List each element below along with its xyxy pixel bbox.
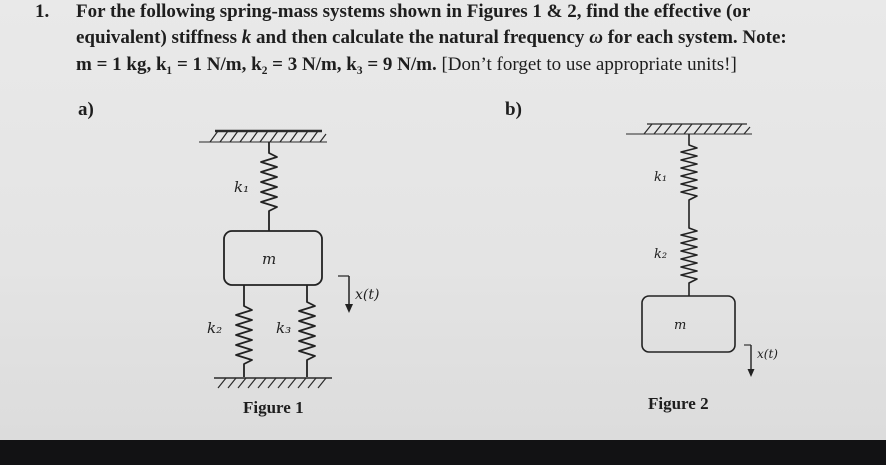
mass-block-1 xyxy=(223,230,323,286)
paper-page xyxy=(0,0,886,440)
part-b-label: b) xyxy=(505,99,522,120)
spring-k1-fig2 xyxy=(680,134,698,213)
displacement-label-1: x(t) xyxy=(355,287,379,303)
mass-label-1: m xyxy=(262,250,276,268)
spring-k2 xyxy=(235,285,253,377)
figure-2-diagram: k₁ k₂ m x(t) xyxy=(626,123,778,377)
k2-label: k₂ xyxy=(207,319,222,337)
mass-label-2: m xyxy=(674,318,686,333)
figure-2-caption: Figure 2 xyxy=(648,394,709,413)
spring-k2-fig2 xyxy=(680,213,698,296)
displacement-arrow-2 xyxy=(744,344,755,377)
displacement-label-2: x(t) xyxy=(757,347,778,361)
given-values: m = 1 kg, k₁ = 1 N/m, k₂ = 3 N/m, k₃ = 9… xyxy=(76,54,437,75)
spring-k3 xyxy=(298,285,316,377)
question-line-3: m = 1 kg, k₁ = 1 N/m, k₂ = 3 N/m, k₃ = 9… xyxy=(76,54,737,76)
displacement-arrow-1 xyxy=(338,275,353,313)
figure-1-diagram: k₁ m x(t) k₂ k₃ xyxy=(199,129,379,389)
question-line-2-middle: and then calculate the natural frequency xyxy=(251,27,590,48)
part-a-label: a) xyxy=(78,99,94,120)
spring-k1 xyxy=(260,142,278,231)
figure-1-caption: Figure 1 xyxy=(243,398,304,417)
question-line-2-end: for each system. Note: xyxy=(602,27,787,48)
k1-label: k₁ xyxy=(234,178,249,196)
question-line-1: For the following spring-mass systems sh… xyxy=(76,1,751,22)
ceiling-1 xyxy=(199,129,327,143)
frequency-symbol: ω xyxy=(589,27,603,48)
question-number: 1. xyxy=(35,1,50,22)
screen-bezel xyxy=(0,440,886,465)
k3-label: k₃ xyxy=(276,319,291,337)
k1-label-fig2: k₁ xyxy=(654,170,667,185)
stiffness-symbol: k xyxy=(241,27,252,48)
question-line-2-start: equivalent) stiffness xyxy=(76,27,242,48)
k2-label-fig2: k₂ xyxy=(654,247,667,262)
floor-1 xyxy=(214,377,332,389)
ceiling-2 xyxy=(626,123,752,135)
units-reminder: [Don’t forget to use appropriate units!] xyxy=(436,54,737,75)
question-line-2: equivalent) stiffness k and then calcula… xyxy=(76,27,787,49)
mass-block-2 xyxy=(641,295,736,353)
